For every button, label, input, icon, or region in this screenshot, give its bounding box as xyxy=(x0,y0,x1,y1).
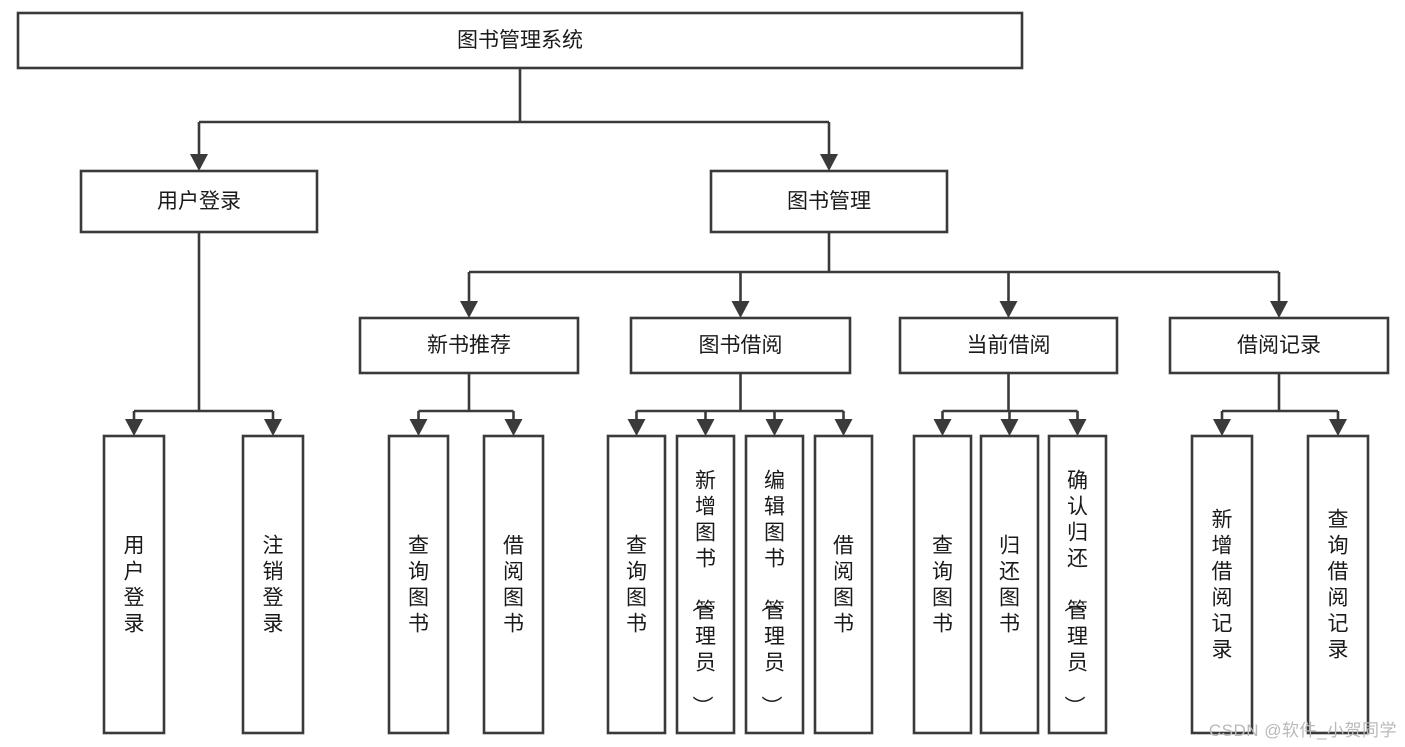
node-root[interactable]: 图书管理系统 xyxy=(16,11,1024,70)
arrow-head-icon xyxy=(765,419,784,436)
arrow-head-icon xyxy=(125,419,143,436)
node-box xyxy=(79,169,319,234)
arrow-head-icon xyxy=(1270,301,1288,318)
node-box xyxy=(482,434,545,735)
node-label: 新增借阅记录 xyxy=(1212,509,1233,662)
node-leaf-cb-query[interactable]: 查询图书 xyxy=(912,434,973,735)
node-leaf-bb-query[interactable]: 查询图书 xyxy=(606,434,667,735)
arrow-head-icon xyxy=(999,301,1018,318)
connector-layer xyxy=(125,68,1347,436)
node-box xyxy=(629,316,852,375)
node-label: 借阅记录 xyxy=(1237,334,1321,357)
node-label: 编辑图书（管理员） xyxy=(759,470,785,717)
node-label: 图书管理 xyxy=(787,190,871,213)
node-label: 当前借阅 xyxy=(967,334,1051,357)
arrow-head-icon xyxy=(1213,419,1231,436)
arrow-head-icon xyxy=(1000,419,1019,436)
node-leaf-cb-confirm[interactable]: 确认归还（管理员） xyxy=(1047,434,1108,735)
node-leaf-bb-add[interactable]: 新增图书（管理员） xyxy=(675,434,736,735)
node-label: 查询图书 xyxy=(408,535,429,636)
node-label: 查询借阅记录 xyxy=(1328,509,1349,662)
node-box xyxy=(979,434,1040,735)
node-leaf-rec-borrow[interactable]: 借阅图书 xyxy=(482,434,545,735)
node-label: 确认归还（管理员） xyxy=(1062,470,1088,717)
node-box xyxy=(709,169,949,234)
node-current-borrow[interactable]: 当前借阅 xyxy=(898,316,1119,375)
node-box xyxy=(1306,434,1370,735)
node-box xyxy=(1168,316,1390,375)
arrow-head-icon xyxy=(409,419,428,436)
edge-group-borrow-record xyxy=(1213,373,1347,436)
node-leaf-user-login[interactable]: 用户登录 xyxy=(102,434,166,735)
node-label: 归还图书 xyxy=(999,535,1020,636)
node-label: 用户登录 xyxy=(124,535,145,636)
node-box xyxy=(1047,434,1108,735)
node-box xyxy=(358,316,580,375)
node-box xyxy=(744,434,805,735)
node-leaf-br-add[interactable]: 新增借阅记录 xyxy=(1190,434,1254,735)
node-book-manage[interactable]: 图书管理 xyxy=(709,169,949,234)
node-box xyxy=(813,434,874,735)
arrow-head-icon xyxy=(627,419,646,436)
node-label: 用户登录 xyxy=(157,190,241,213)
edge-group-book-manage xyxy=(460,232,1288,318)
node-box xyxy=(675,434,736,735)
node-label: 查询图书 xyxy=(626,535,647,636)
node-box xyxy=(898,316,1119,375)
node-leaf-logout[interactable]: 注销登录 xyxy=(241,434,305,735)
arrow-head-icon xyxy=(834,419,853,436)
edge-group-root xyxy=(190,68,838,171)
node-leaf-br-query[interactable]: 查询借阅记录 xyxy=(1306,434,1370,735)
node-label: 借阅图书 xyxy=(833,535,854,636)
edge-group-user-login xyxy=(125,232,282,436)
node-box xyxy=(606,434,667,735)
node-new-book-rec[interactable]: 新书推荐 xyxy=(358,316,580,375)
node-book-borrow[interactable]: 图书借阅 xyxy=(629,316,852,375)
node-label: 注销登录 xyxy=(263,535,284,636)
node-user-login[interactable]: 用户登录 xyxy=(79,169,319,234)
arrow-head-icon xyxy=(731,301,750,318)
node-label: 借阅图书 xyxy=(503,535,524,636)
node-leaf-cb-return[interactable]: 归还图书 xyxy=(979,434,1040,735)
node-leaf-bb-edit[interactable]: 编辑图书（管理员） xyxy=(744,434,805,735)
node-label: 图书借阅 xyxy=(699,334,783,357)
node-label: 新书推荐 xyxy=(427,334,511,357)
node-layer: 图书管理系统用户登录图书管理新书推荐图书借阅当前借阅借阅记录用户登录注销登录查询… xyxy=(16,11,1390,735)
arrow-head-icon xyxy=(460,301,478,318)
arrow-head-icon xyxy=(933,419,952,436)
edge-group-current-borrow xyxy=(933,373,1087,436)
arrow-head-icon xyxy=(696,419,715,436)
node-box xyxy=(102,434,166,735)
node-borrow-record[interactable]: 借阅记录 xyxy=(1168,316,1390,375)
node-box xyxy=(912,434,973,735)
node-leaf-rec-query[interactable]: 查询图书 xyxy=(387,434,450,735)
node-leaf-bb-borrow[interactable]: 借阅图书 xyxy=(813,434,874,735)
node-label: 图书管理系统 xyxy=(457,29,583,52)
arrow-head-icon xyxy=(504,419,523,436)
node-box xyxy=(241,434,305,735)
node-label: 新增图书（管理员） xyxy=(690,470,716,717)
arrow-head-icon xyxy=(1068,419,1087,436)
edge-group-book-borrow xyxy=(627,373,853,436)
arrow-head-icon xyxy=(1329,419,1347,436)
node-label: 查询图书 xyxy=(932,535,953,636)
node-box xyxy=(16,11,1024,70)
node-box xyxy=(387,434,450,735)
node-box xyxy=(1190,434,1254,735)
arrow-head-icon xyxy=(264,419,282,436)
arrow-head-icon xyxy=(190,154,208,171)
edge-group-new-book-rec xyxy=(409,373,523,436)
arrow-head-icon xyxy=(820,154,838,171)
